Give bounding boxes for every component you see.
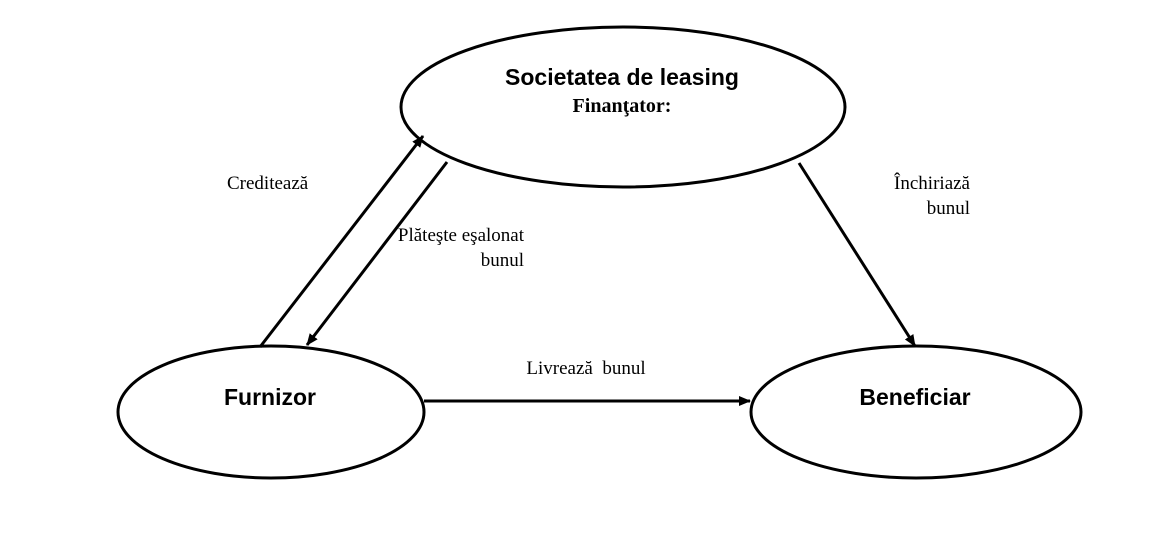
leasing-company-title: Societatea de leasing (505, 64, 739, 90)
leasing-company-node (399, 25, 847, 189)
beneficiar-label: Beneficiar (859, 384, 970, 410)
plateste-arrow (305, 161, 449, 346)
crediteaza-label: Creditează (227, 173, 309, 194)
inchiriaza-label-line2: bunul (927, 198, 970, 219)
furnizor-label: Furnizor (224, 384, 316, 410)
beneficiar-node (749, 344, 1083, 480)
inchiriaza-arrow (797, 162, 917, 347)
inchiriaza-label-line1: Închiriază (894, 172, 971, 194)
crediteaza-arrow (258, 135, 425, 348)
livreaza-label: Livrează bunul (526, 358, 645, 379)
plateste-label-line1: Plăteşte eşalonat (398, 225, 525, 246)
leasing-company-subtitle: Finanţator: (573, 95, 672, 117)
plateste-label-line2: bunul (481, 250, 524, 271)
furnizor-node (116, 344, 426, 480)
